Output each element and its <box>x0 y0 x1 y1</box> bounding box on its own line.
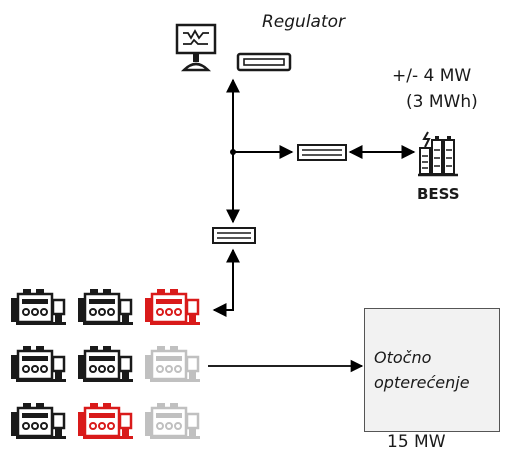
generator-icon <box>143 345 202 383</box>
bess-power-label: +/- 4 MW <box>392 66 472 86</box>
load-label-line1: Otočno <box>374 348 432 367</box>
controller-icon <box>236 52 292 72</box>
load-box <box>364 308 500 432</box>
bess-energy-label: (3 MWh) <box>406 92 478 112</box>
switch-icon <box>297 144 347 161</box>
link-to-generators <box>212 250 234 317</box>
generator-icon <box>143 288 202 326</box>
bess-label: BESS <box>417 185 460 203</box>
regulator-label: Regulator <box>262 12 346 32</box>
generator-icon <box>9 345 68 383</box>
load-label-line2: opterećenje <box>374 373 470 392</box>
generator-icon <box>76 402 135 440</box>
load-rating: 15 MW <box>387 432 446 452</box>
generator-icon <box>9 288 68 326</box>
generator-icon <box>9 402 68 440</box>
generator-icon <box>143 402 202 440</box>
computer-icon <box>175 23 217 72</box>
generator-grid <box>9 288 202 440</box>
generator-icon <box>76 288 135 326</box>
battery-icon <box>418 131 458 177</box>
switch-icon <box>212 227 256 244</box>
load-label: Otočno opterećenje <box>374 345 470 395</box>
generator-icon <box>76 345 135 383</box>
